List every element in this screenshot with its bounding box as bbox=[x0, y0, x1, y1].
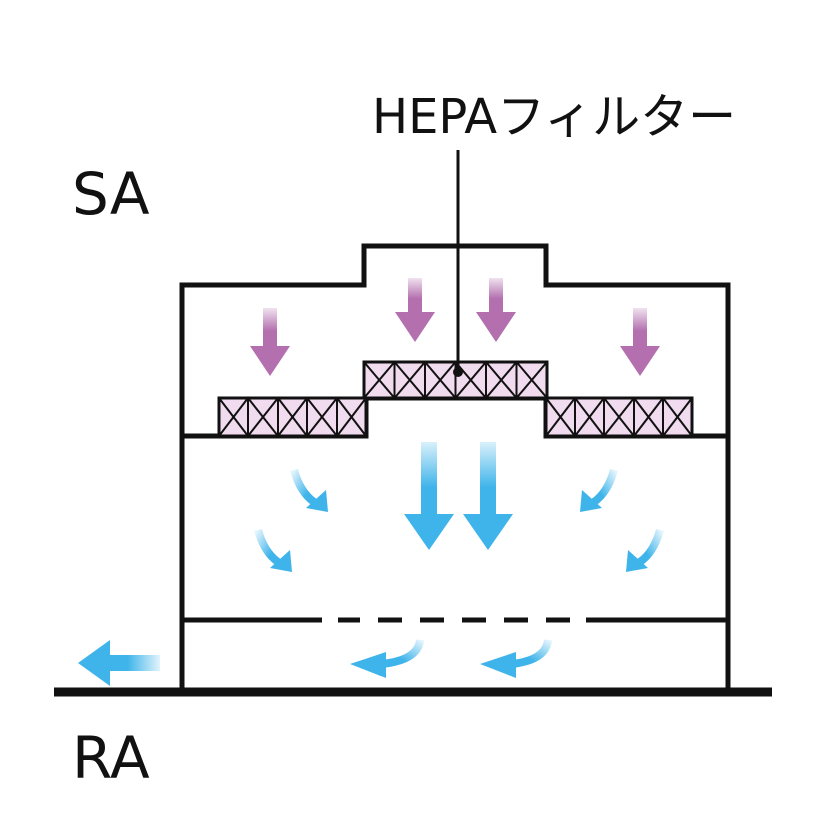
supply-arrow-down-icon bbox=[620, 308, 660, 376]
hepa-filter-label: HEPAフィルター bbox=[372, 89, 736, 145]
downflow-arrow-icon bbox=[463, 442, 513, 550]
curved-flow-arrow-icon bbox=[626, 528, 664, 572]
supply-arrow-down-icon bbox=[395, 278, 435, 342]
supply-arrow-down-icon bbox=[476, 278, 516, 342]
hepa-filter-left bbox=[217, 396, 368, 438]
curved-flow-arrow-icon bbox=[580, 468, 618, 512]
filter-leader-dot bbox=[453, 367, 463, 377]
exhaust-arrow-left-icon bbox=[78, 640, 160, 686]
hepa-filter-right bbox=[544, 396, 694, 438]
supply-air-arrows bbox=[250, 278, 660, 376]
curved-flow-arrow-icon bbox=[254, 528, 292, 572]
clean-air-arrows bbox=[78, 442, 664, 686]
return-curve-arrow-icon bbox=[350, 639, 424, 678]
cabinet-outline bbox=[179, 243, 731, 690]
curved-flow-arrow-icon bbox=[290, 468, 328, 512]
hepa-filter-center bbox=[362, 360, 549, 400]
return-curve-arrow-icon bbox=[480, 639, 552, 678]
sa-label: SA bbox=[72, 160, 150, 228]
ra-label: RA bbox=[72, 724, 150, 792]
supply-arrow-down-icon bbox=[250, 308, 290, 376]
downflow-arrow-icon bbox=[404, 442, 454, 550]
